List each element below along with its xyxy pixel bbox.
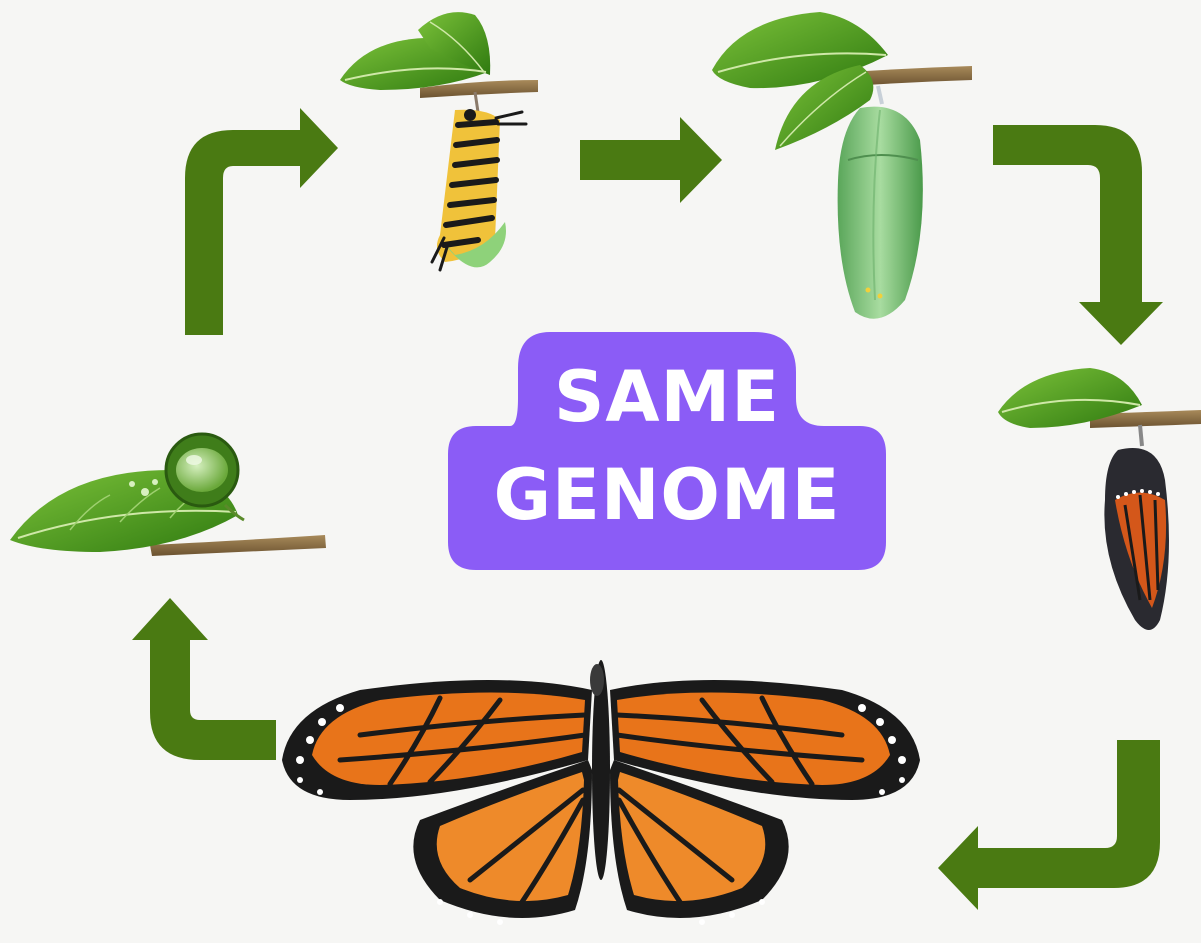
label-line-same: SAME [448, 358, 886, 436]
arrow-butterfly-to-egg [132, 598, 276, 760]
label-line-genome: GENOME [448, 456, 886, 534]
center-label-badge: SAME GENOME [448, 332, 886, 570]
monarch-butterfly-icon [282, 660, 920, 925]
green-chrysalis-icon [712, 12, 972, 319]
egg-on-leaf-icon [10, 434, 326, 556]
dark-chrysalis-icon [998, 368, 1201, 630]
caterpillar-icon [340, 12, 538, 270]
arrow-dark-chrysalis-to-butterfly [938, 740, 1160, 910]
arrow-egg-to-caterpillar [185, 108, 338, 335]
arrow-chrysalis-to-dark-chrysalis [993, 125, 1163, 345]
arrow-caterpillar-to-chrysalis [580, 117, 722, 203]
